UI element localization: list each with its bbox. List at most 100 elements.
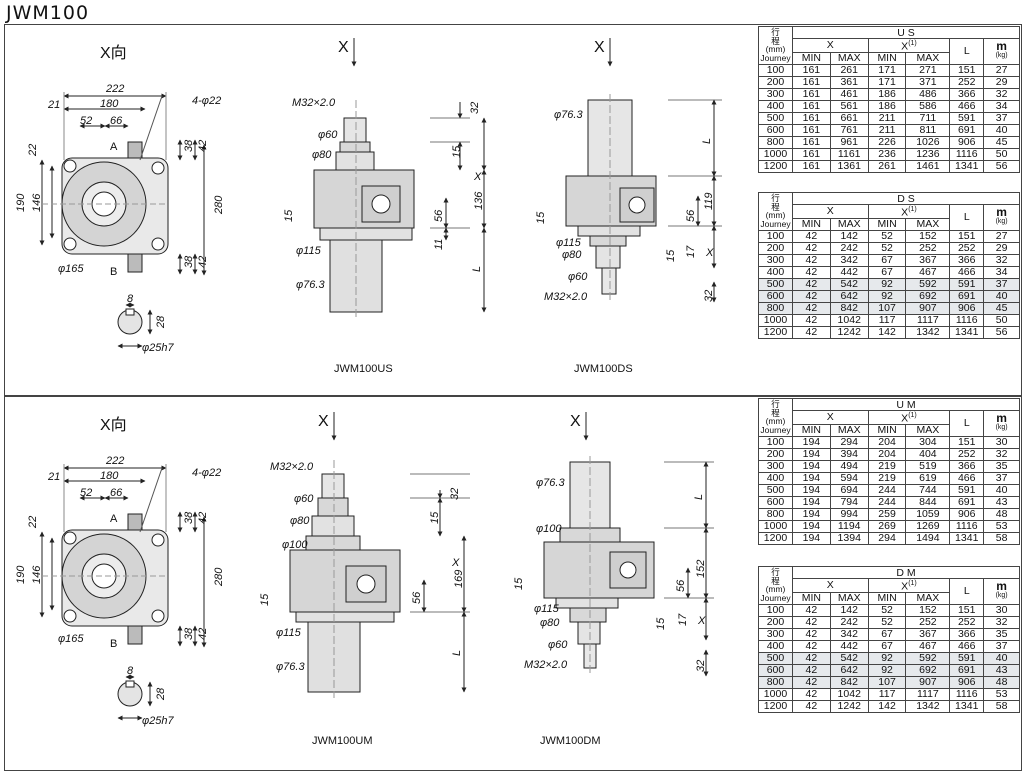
port-b: B bbox=[110, 266, 117, 278]
min-header-text: MIN bbox=[801, 218, 821, 230]
table-cell: 1000 bbox=[758, 147, 793, 161]
dm-dim-32: 32 bbox=[695, 660, 707, 672]
x1-header-text: X bbox=[901, 40, 909, 53]
dim-38-d: 38 bbox=[183, 627, 195, 640]
x1-header-text: X bbox=[901, 412, 909, 425]
table-cell: 1242 bbox=[829, 699, 869, 713]
table-cell: 50 bbox=[983, 313, 1020, 327]
table-cell: 67 bbox=[867, 265, 907, 279]
table-cell: 844 bbox=[905, 495, 951, 509]
dim-180: 180 bbox=[100, 98, 119, 110]
dim-28: 28 bbox=[155, 315, 167, 329]
table-cell: 1341 bbox=[949, 531, 985, 545]
ds-dim-119: 119 bbox=[703, 192, 715, 210]
table-cell: 244 bbox=[867, 483, 907, 497]
ds-dim-56: 56 bbox=[685, 209, 697, 222]
table-cell: 1059 bbox=[905, 507, 951, 521]
dm-dim-152: 152 bbox=[695, 560, 707, 578]
table-cell: 619 bbox=[905, 471, 951, 485]
table-cell: 107 bbox=[867, 301, 907, 315]
max-header: MAX bbox=[905, 423, 951, 437]
table-cell: 692 bbox=[905, 289, 951, 303]
table-cell: 692 bbox=[905, 663, 951, 677]
dim-66: 66 bbox=[110, 115, 123, 127]
min-header-text: MIN bbox=[877, 52, 897, 64]
table-cell: 1341 bbox=[949, 699, 985, 713]
table-cell: 711 bbox=[905, 111, 951, 125]
plan-view-top bbox=[39, 92, 207, 276]
um-dim-169: 169 bbox=[453, 570, 465, 588]
table-code: D S bbox=[791, 192, 1021, 205]
table-cell: 494 bbox=[829, 459, 869, 473]
table-cell: 244 bbox=[867, 495, 907, 509]
table-cell: 261 bbox=[867, 159, 907, 173]
dim-38b: 38 bbox=[183, 255, 195, 268]
dim-190: 190 bbox=[15, 193, 27, 212]
page-title: JWM100 bbox=[6, 2, 90, 24]
table-cell: 171 bbox=[867, 63, 907, 77]
table-cell: 761 bbox=[829, 123, 869, 137]
table-cell: 42 bbox=[791, 699, 831, 713]
stroke-header-line: 行 bbox=[771, 567, 780, 578]
table-cell: 259 bbox=[867, 507, 907, 521]
table-cell: 45 bbox=[983, 135, 1020, 149]
us-m32: M32×2.0 bbox=[292, 97, 336, 109]
table-cell: 400 bbox=[758, 99, 793, 113]
dm-phi76: φ76.3 bbox=[536, 477, 565, 489]
min-header-text: MIN bbox=[801, 52, 821, 64]
min-header: MIN bbox=[867, 51, 907, 65]
table-cell: 30 bbox=[983, 435, 1020, 449]
table-cell: 242 bbox=[829, 241, 869, 255]
mass-unit: (kg) bbox=[995, 218, 1008, 226]
table-cell: 52 bbox=[867, 615, 907, 629]
table-cell: 1116 bbox=[949, 519, 985, 533]
table-cell: 252 bbox=[949, 241, 985, 255]
footnote-mark: (1) bbox=[908, 206, 917, 213]
us-phi76: φ76.3 bbox=[296, 279, 325, 291]
table-cell: 42 bbox=[791, 663, 831, 677]
model-label-dm: JWM100DM bbox=[540, 735, 601, 747]
max-header-text: MAX bbox=[837, 424, 861, 436]
x-header: X bbox=[791, 578, 869, 593]
table-cell: 35 bbox=[983, 459, 1020, 473]
table-cell: 48 bbox=[983, 675, 1020, 689]
table-cell: 151 bbox=[949, 63, 985, 77]
table-cell: 42 bbox=[791, 675, 831, 689]
table-cell: 252 bbox=[949, 615, 985, 629]
table-cell: 42 bbox=[791, 277, 831, 291]
table-cell: 37 bbox=[983, 277, 1020, 291]
table-cell: 591 bbox=[949, 483, 985, 497]
us-dim-11: 11 bbox=[433, 239, 445, 250]
table-cell: 37 bbox=[983, 471, 1020, 485]
table-cell: 48 bbox=[983, 507, 1020, 521]
dim-28-b: 28 bbox=[155, 687, 167, 701]
ds-m32: M32×2.0 bbox=[544, 291, 588, 303]
table-cell: 194 bbox=[791, 531, 831, 545]
footnote-mark: (1) bbox=[908, 412, 917, 419]
table-cell: 342 bbox=[829, 253, 869, 267]
mass-header: m(kg) bbox=[983, 204, 1020, 231]
table-cell: 367 bbox=[905, 253, 951, 267]
table-cell: 1242 bbox=[829, 325, 869, 339]
table-cell: 186 bbox=[867, 99, 907, 113]
table-cell: 40 bbox=[983, 289, 1020, 303]
dim-190-b: 190 bbox=[15, 565, 27, 584]
table-cell: 400 bbox=[758, 471, 793, 485]
table-code: D M bbox=[791, 566, 1021, 579]
table-cell: 43 bbox=[983, 663, 1020, 677]
table-cell: 500 bbox=[758, 111, 793, 125]
model-label-ds: JWM100DS bbox=[574, 363, 633, 375]
l-header: L bbox=[949, 410, 985, 437]
um-phi100: φ100 bbox=[282, 539, 308, 551]
mass-header-text: m bbox=[996, 411, 1007, 426]
stroke-header-line: 行 bbox=[771, 193, 780, 204]
dim-8-b: 8 bbox=[127, 665, 134, 677]
table-cell: 92 bbox=[867, 651, 907, 665]
table-cell: 58 bbox=[983, 531, 1020, 545]
table-cell: 366 bbox=[949, 627, 985, 641]
